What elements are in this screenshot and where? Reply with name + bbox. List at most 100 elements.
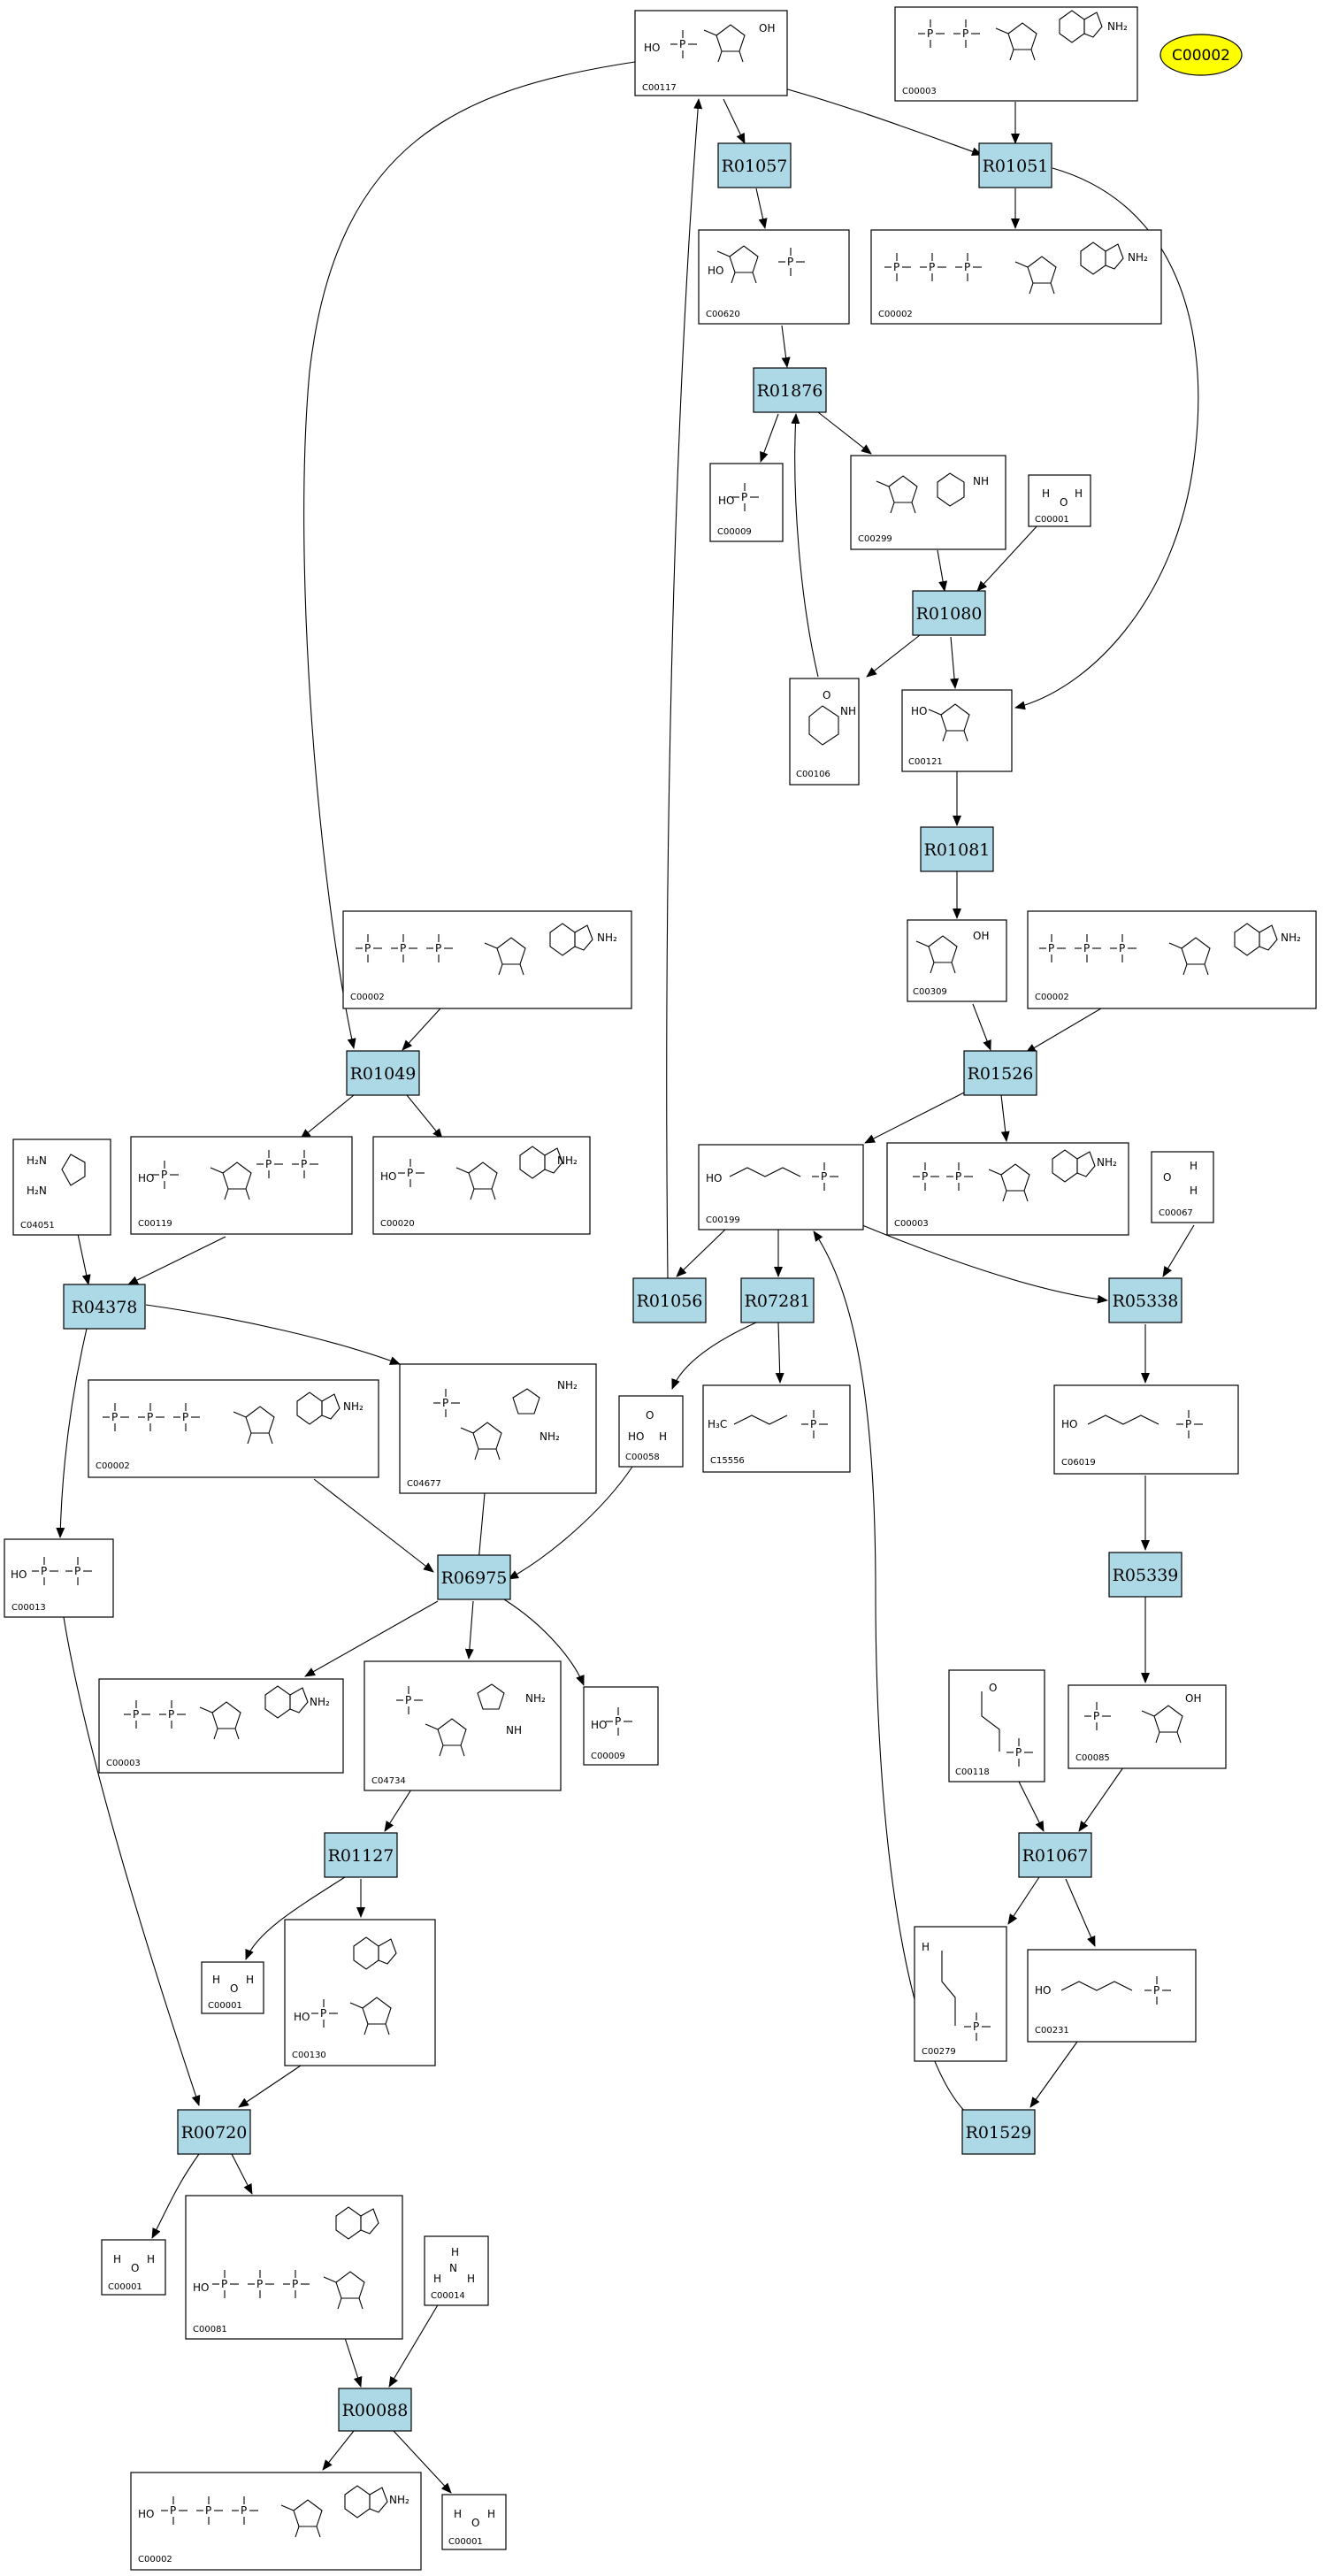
svg-text:H: H [454,2508,462,2520]
reaction-R06975[interactable]: R06975 [437,1554,511,1600]
compound-c00003-b[interactable]: NH₂ C00003 [886,1142,1129,1236]
svg-text:HO: HO [294,2011,310,2023]
svg-text:H: H [659,1430,667,1443]
compound-label: C00001 [448,2537,483,2547]
compound-c00001-a[interactable]: HOH C00001 [1028,474,1091,527]
compound-label: C00106 [796,770,830,779]
compound-label: C00003 [894,1219,929,1229]
compound-c00002-d[interactable]: NH₂ C00002 [88,1379,379,1478]
reaction-label: R01051 [983,157,1049,176]
reaction-R05339[interactable]: R05339 [1108,1552,1182,1598]
compound-c00309[interactable]: OH C00309 [907,919,1007,1002]
reaction-R04378[interactable]: R04378 [63,1284,146,1330]
reaction-R07281[interactable]: R07281 [740,1277,815,1323]
svg-text:NH: NH [506,1724,522,1736]
svg-text:HO: HO [911,705,927,717]
reaction-R01526[interactable]: R01526 [963,1050,1037,1096]
svg-text:H: H [246,1974,254,1986]
reaction-label: R01526 [968,1064,1034,1084]
reaction-R01127[interactable]: R01127 [324,1832,398,1878]
compound-c06019[interactable]: HO C06019 [1053,1384,1239,1475]
reaction-R01876[interactable]: R01876 [753,367,827,413]
compound-c00119[interactable]: HO C00119 [130,1136,353,1235]
reaction-label: R01127 [328,1846,394,1866]
reaction-R01056[interactable]: R01056 [632,1277,707,1323]
reaction-R05338[interactable]: R05338 [1108,1277,1182,1323]
svg-text:H: H [1075,487,1083,500]
svg-text:NH₂: NH₂ [540,1430,560,1443]
compound-c00121[interactable]: HO C00121 [901,689,1013,772]
compound-c00009-a[interactable]: HO C00009 [709,463,784,542]
compound-c00002-a[interactable]: NH₂ C00002 [870,229,1162,325]
svg-text:OH: OH [759,22,775,34]
svg-text:HO: HO [11,1568,27,1581]
highlight-c00002[interactable]: C00002 [1159,34,1243,76]
compound-c00085[interactable]: OH C00085 [1068,1684,1227,1769]
compound-c00130[interactable]: HO C00130 [284,1919,436,2066]
compound-c00009-b[interactable]: HO C00009 [583,1686,659,1766]
svg-text:OH: OH [973,930,989,942]
compound-c00003-top[interactable]: NH₂ C00003 [894,6,1138,102]
reaction-R01081[interactable]: R01081 [920,826,994,872]
compound-label: C00081 [193,2325,227,2334]
compound-c00081[interactable]: HO C00081 [185,2195,403,2340]
compound-label: C00001 [208,2001,242,2011]
compound-c00299[interactable]: NH C00299 [850,455,1006,550]
compound-c00001-c[interactable]: HOH C00001 [101,2239,166,2296]
reaction-label: R05338 [1113,1292,1179,1311]
compound-label: C00309 [913,987,947,997]
compound-c00199[interactable]: HO C00199 [698,1144,864,1230]
reaction-label: R01080 [916,604,983,624]
compound-c00067[interactable]: OHH C00067 [1151,1151,1214,1223]
compound-label: C00020 [380,1219,415,1229]
compound-label: C00121 [908,757,943,767]
compound-c00003-c[interactable]: NH₂ C00003 [98,1678,344,1774]
svg-text:OH: OH [1185,1692,1201,1705]
compound-label: C00003 [902,87,937,96]
svg-text:H: H [1042,487,1050,500]
svg-text:H: H [147,2253,155,2266]
reaction-label: R01067 [1022,1846,1089,1866]
svg-text:HO: HO [1061,1418,1077,1430]
compound-c00620[interactable]: HO C00620 [698,229,850,325]
compound-c00002-c[interactable]: NH₂ C00002 [342,910,632,1009]
compound-c00002-b[interactable]: NH₂ C00002 [1027,910,1317,1009]
compound-c00013[interactable]: HO C00013 [4,1538,114,1618]
svg-text:H: H [433,2273,441,2285]
reaction-R01057[interactable]: R01057 [717,142,792,188]
compound-label: C00002 [138,2555,172,2564]
compound-c00106[interactable]: ONH C00106 [789,678,860,786]
compound-c00001-b[interactable]: HOH C00001 [201,1961,264,2014]
compound-c00001-d[interactable]: HOH C00001 [441,2494,507,2550]
reaction-label: R04378 [72,1298,138,1317]
svg-text:HO: HO [193,2281,209,2294]
svg-text:O: O [230,1982,238,1995]
reaction-R01067[interactable]: R01067 [1018,1832,1092,1878]
compound-c00118[interactable]: O C00118 [948,1669,1045,1782]
reaction-R00720[interactable]: R00720 [177,2109,251,2155]
svg-text:H: H [113,2253,121,2266]
svg-text:HO: HO [1035,1984,1051,1997]
compound-label: C00009 [717,527,752,537]
compound-label: C00067 [1159,1208,1193,1218]
svg-text:H₂N: H₂N [27,1154,47,1167]
svg-text:H: H [467,2273,475,2285]
reaction-R01080[interactable]: R01080 [912,590,986,636]
compound-c15556[interactable]: H₃C C15556 [702,1384,851,1473]
compound-c00279[interactable]: H C00279 [914,1926,1007,2062]
compound-label: C00014 [431,2291,465,2301]
reaction-R01051[interactable]: R01051 [978,142,1052,188]
reaction-R01529[interactable]: R01529 [961,2109,1036,2155]
reaction-R01049[interactable]: R01049 [346,1050,420,1096]
compound-c00231[interactable]: HO C00231 [1027,1949,1197,2043]
reaction-R00088[interactable]: R00088 [338,2388,412,2432]
svg-text:NH₂: NH₂ [1107,20,1128,33]
